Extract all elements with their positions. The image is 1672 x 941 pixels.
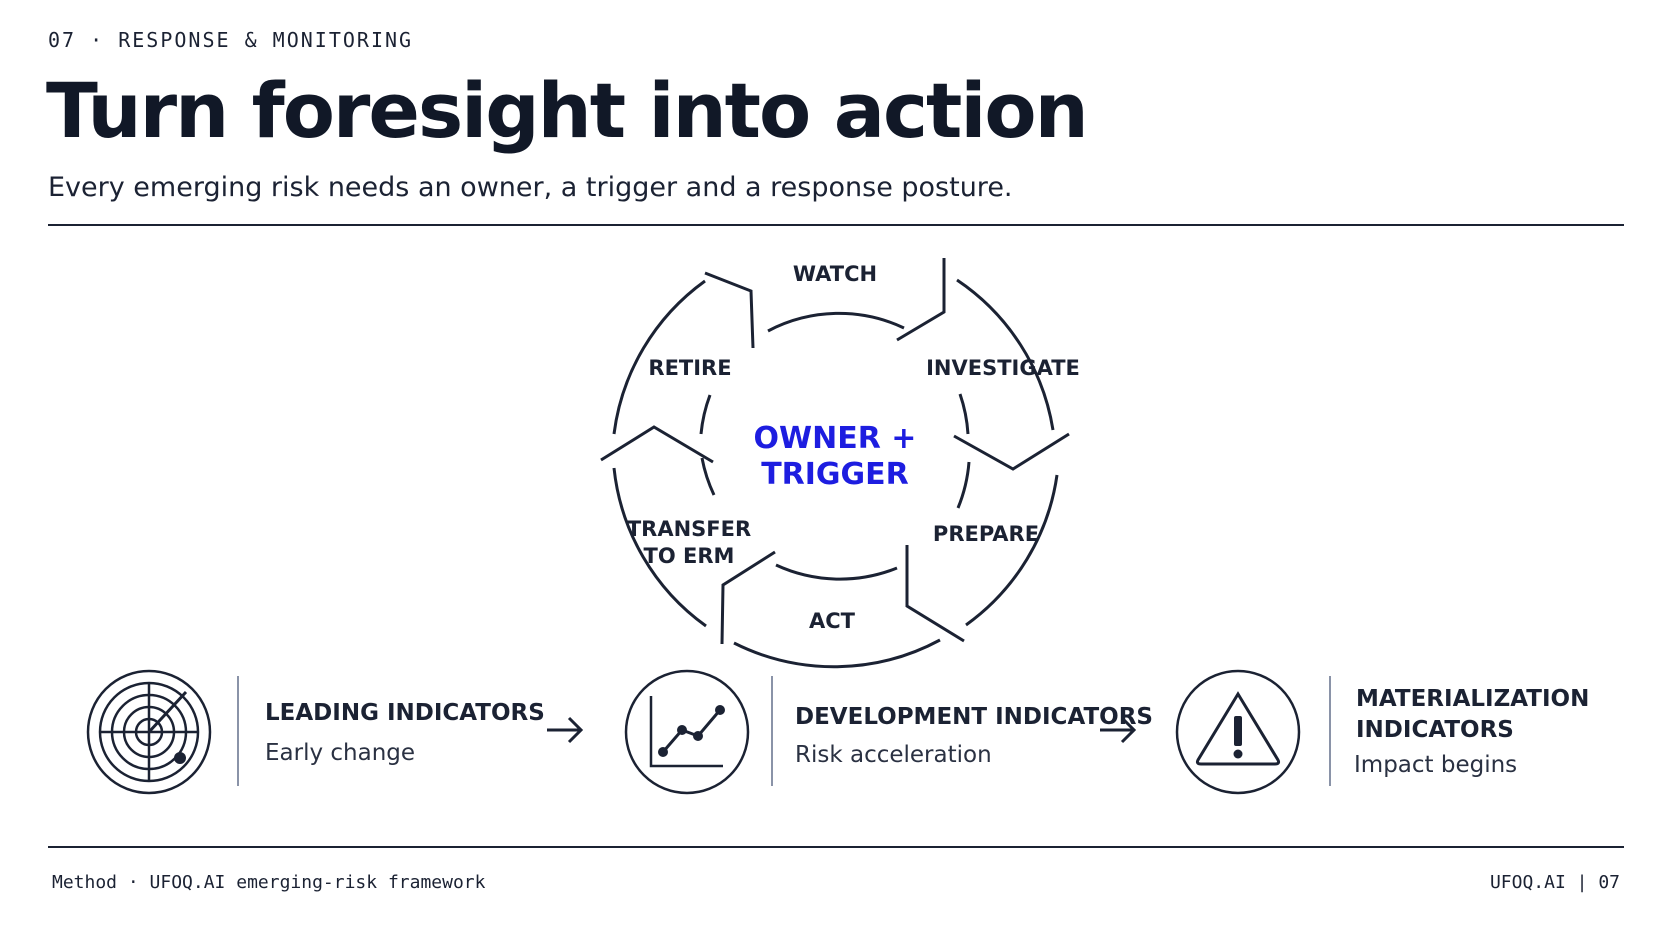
page-title: Turn foresight into action [46, 66, 1089, 155]
indicator-divider-1 [237, 676, 239, 786]
cycle-inner-transfer [700, 457, 716, 496]
center-trigger: TRIGGER [761, 457, 909, 492]
arrowhead-bottom-left [720, 550, 776, 645]
footer-left: Method · UFOQ.AI emerging-risk framework [52, 872, 486, 893]
materialization-title-line2: INDICATORS [1356, 717, 1514, 743]
arrowhead-bottom-right [905, 545, 965, 643]
development-indicators-subtitle: Risk acceleration [795, 742, 992, 768]
leading-indicators-title: LEADING INDICATORS [265, 700, 545, 726]
indicator-divider-3 [1329, 676, 1331, 786]
arrow-right-icon [547, 716, 584, 744]
cycle-inner-investigate [958, 393, 970, 435]
line-chart-icon [624, 669, 750, 795]
cycle-inner-watch [767, 311, 905, 333]
bottom-divider [48, 846, 1624, 848]
radar-icon [86, 669, 212, 795]
stage-act: ACT [809, 609, 856, 633]
arrow-right-icon [1100, 716, 1137, 744]
cycle-arrow-retire-to-watch [612, 279, 706, 435]
page-subtitle: Every emerging risk needs an owner, a tr… [48, 172, 1013, 203]
leading-indicators-subtitle: Early change [265, 740, 416, 766]
materialization-title-line1: MATERIALIZATION [1356, 686, 1590, 712]
arrowhead-left [600, 425, 714, 464]
cycle-arrow-watch-to-investigate [956, 278, 1055, 431]
indicator-divider-2 [771, 676, 773, 786]
stage-transfer-line2: TO ERM [644, 544, 735, 568]
footer-right: UFOQ.AI | 07 [1489, 872, 1620, 893]
cycle-arrow-prepare-to-act [965, 474, 1059, 627]
stage-watch: WATCH [793, 262, 877, 286]
cycle-arrow-act-to-transfer [733, 638, 941, 669]
stage-transfer-line1: TRANSFER [627, 517, 751, 541]
arrowhead-top-right [896, 258, 946, 342]
stage-prepare: PREPARE [933, 522, 1039, 546]
arrowhead-top-left [704, 271, 755, 349]
stage-investigate: INVESTIGATE [926, 356, 1080, 380]
warning-icon [1175, 669, 1301, 795]
cycle-inner-prepare [956, 461, 971, 509]
development-indicators-title: DEVELOPMENT INDICATORS [795, 704, 1153, 730]
cycle-inner-act [775, 563, 898, 581]
center-owner: OWNER + [754, 421, 917, 456]
stage-retire: RETIRE [648, 356, 731, 380]
arrowhead-right [953, 432, 1070, 471]
materialization-indicators-subtitle: Impact begins [1354, 752, 1518, 778]
materialization-indicators-title: MATERIALIZATION INDICATORS [1356, 684, 1589, 746]
section-eyebrow: 07 · RESPONSE & MONITORING [48, 28, 414, 52]
cycle-inner-retire [699, 394, 712, 435]
cycle-arrow-transfer-to-retire [612, 467, 707, 628]
top-divider [48, 224, 1624, 226]
